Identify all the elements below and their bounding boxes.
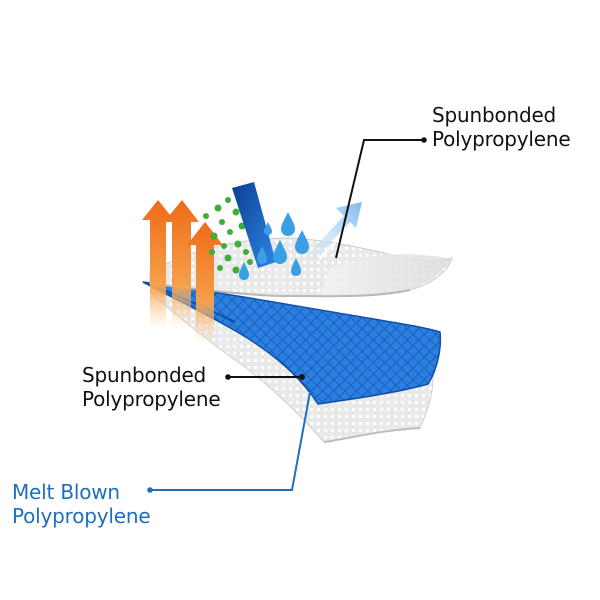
filter-layer-label-line2: Polypropylene [12,504,151,528]
leader-line-inner [225,374,305,380]
outer-layer-label-line1: Spunbonded [432,103,557,127]
filter-layer-label: Melt Blown Polypropylene [12,480,151,528]
inner-layer-label: Spunbonded Polypropylene [82,363,221,411]
inner-layer-label-line1: Spunbonded [82,363,207,387]
inner-layer-label-line2: Polypropylene [82,387,221,411]
heat-arrows-icon [142,200,223,345]
outer-layer-label: Spunbonded Polypropylene [432,103,571,151]
outer-layer-label-line2: Polypropylene [432,127,571,151]
leader-line-outer [335,137,427,259]
particles-icon [203,197,253,274]
fluid-stream-icon [232,182,276,268]
water-droplet-icon [239,212,309,280]
leader-line-filter [147,391,311,493]
outer-spunbond-layer [149,237,453,298]
filter-layer-label-line1: Melt Blown [12,480,120,504]
